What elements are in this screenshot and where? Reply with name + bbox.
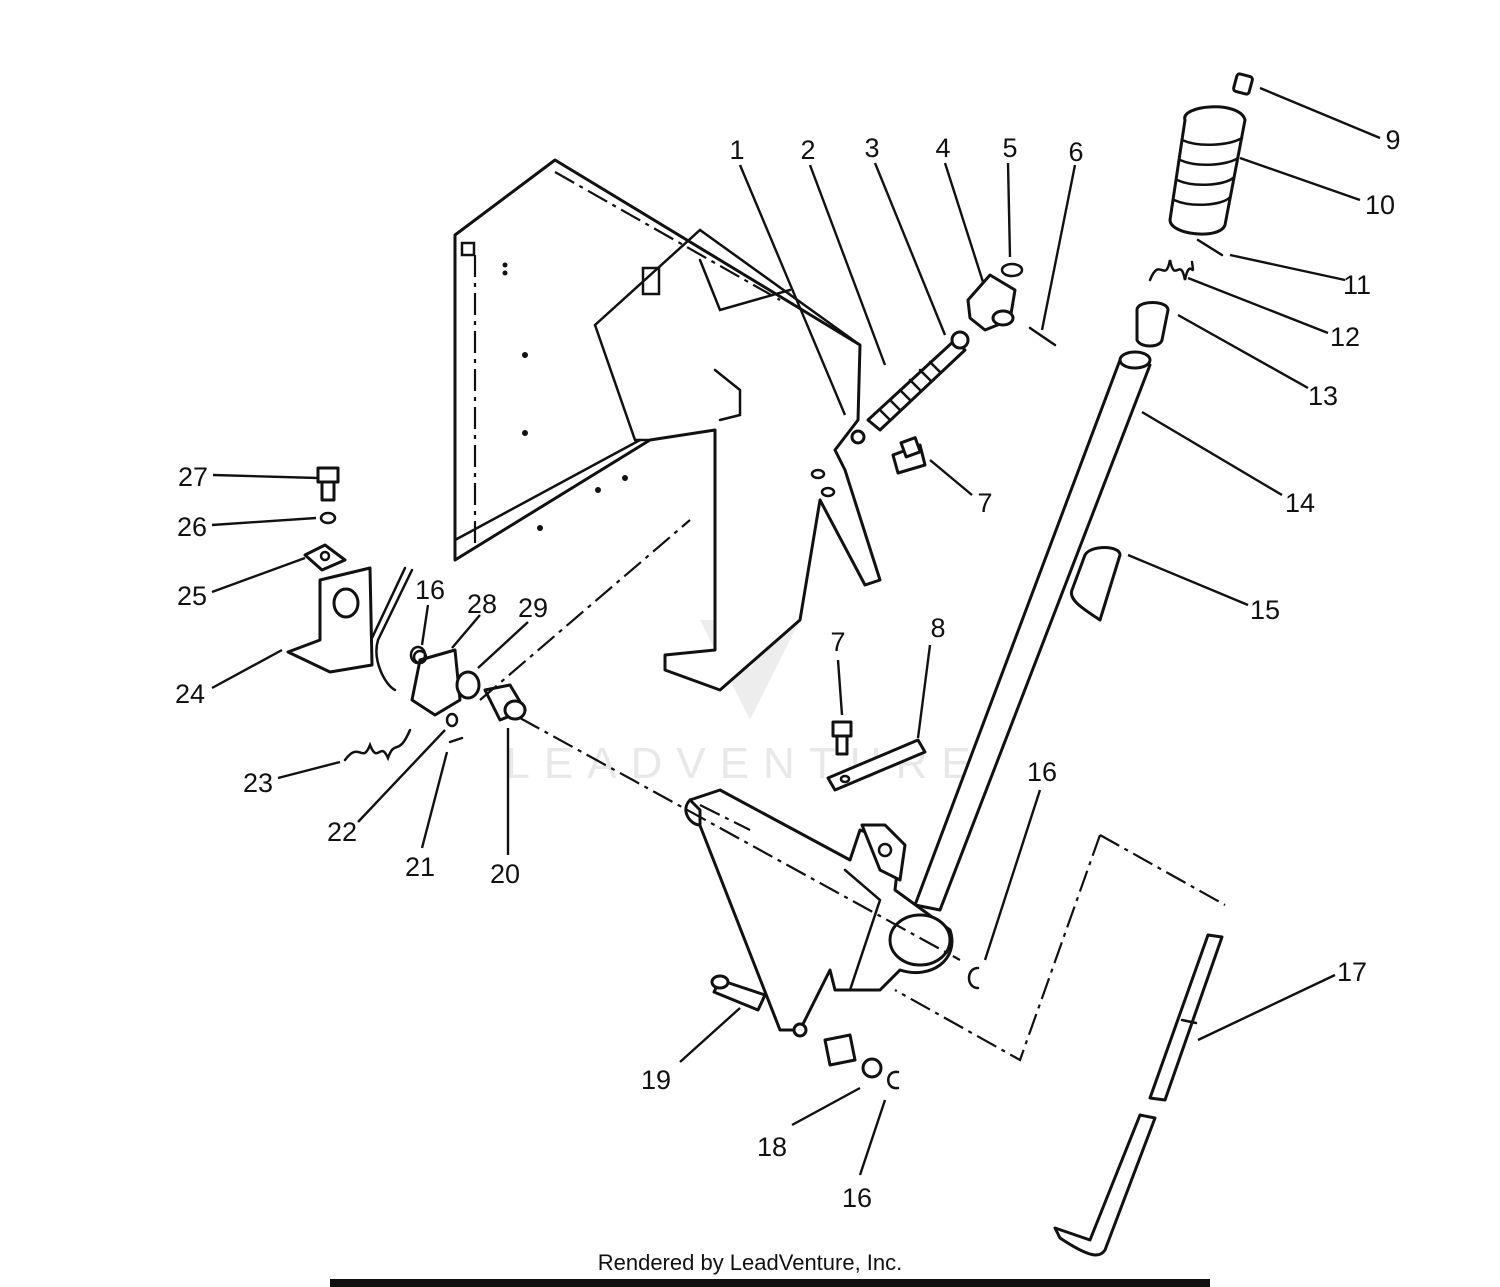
pin-11 — [1196, 238, 1224, 257]
callout-10: 10 — [1365, 190, 1395, 220]
adjusting-screw — [866, 330, 970, 432]
sleeve-15 — [1069, 546, 1122, 622]
callout-13: 13 — [1308, 381, 1338, 411]
pin-19 — [710, 974, 767, 1012]
callout-25: 25 — [177, 581, 207, 611]
knob — [966, 262, 1057, 347]
bolt-7-lower — [831, 720, 853, 756]
bolt-27 — [316, 466, 340, 502]
rod-17 — [1053, 933, 1224, 1257]
callouts: 1 2 3 4 5 6 7 8 9 10 11 12 13 14 15 16 1… — [175, 125, 1401, 1213]
cutoff-title-strip — [330, 1279, 1210, 1287]
callout-17: 17 — [1337, 957, 1367, 987]
callout-1: 1 — [729, 135, 744, 165]
callout-16-bottom: 16 — [842, 1183, 872, 1213]
callout-8: 8 — [930, 613, 945, 643]
bushing-20 — [483, 683, 527, 722]
pin-21 — [448, 736, 464, 744]
callout-18: 18 — [757, 1132, 787, 1162]
callout-24: 24 — [175, 679, 205, 709]
clip-16-right — [967, 966, 980, 990]
washer-29 — [455, 670, 481, 700]
callout-15: 15 — [1250, 595, 1280, 625]
callout-5: 5 — [1002, 133, 1017, 163]
clip-16-left — [409, 645, 427, 665]
washer-26 — [319, 511, 337, 525]
leader-lines — [211, 86, 1381, 1176]
bushing-18 — [823, 1033, 900, 1090]
cable — [370, 566, 414, 692]
callout-20: 20 — [490, 859, 520, 889]
clip-25 — [303, 543, 347, 572]
angle-bracket-24 — [286, 566, 374, 674]
grip — [1168, 105, 1247, 236]
bushing-13 — [1135, 301, 1170, 348]
callout-26: 26 — [177, 512, 207, 542]
spring-12 — [1148, 259, 1195, 282]
callout-16-left: 16 — [415, 575, 445, 605]
callout-4: 4 — [935, 133, 950, 163]
bolt-7 — [891, 436, 927, 475]
callout-19: 19 — [641, 1065, 671, 1095]
plate-8 — [826, 738, 927, 792]
callout-2: 2 — [800, 135, 815, 165]
callout-12: 12 — [1330, 322, 1360, 352]
arm-28 — [410, 648, 462, 717]
callout-22: 22 — [327, 817, 357, 847]
callout-9: 9 — [1385, 125, 1400, 155]
callout-14: 14 — [1285, 488, 1315, 518]
grip-cap — [1232, 72, 1254, 96]
washer-22 — [445, 712, 459, 728]
callout-3: 3 — [864, 133, 879, 163]
callout-28: 28 — [467, 589, 497, 619]
callout-11: 11 — [1343, 270, 1371, 300]
render-credit: Rendered by LeadVenture, Inc. — [597, 1250, 903, 1275]
mounting-bracket — [453, 158, 882, 692]
callout-7-lower: 7 — [830, 627, 845, 657]
callout-29: 29 — [518, 593, 548, 623]
callout-23: 23 — [243, 768, 273, 798]
spring-23 — [343, 728, 412, 762]
callout-6: 6 — [1068, 137, 1083, 167]
callout-21: 21 — [405, 852, 435, 882]
lever-tube — [913, 350, 1152, 912]
callout-7: 7 — [977, 488, 992, 518]
callout-27: 27 — [178, 462, 208, 492]
callout-16-right: 16 — [1027, 757, 1057, 787]
